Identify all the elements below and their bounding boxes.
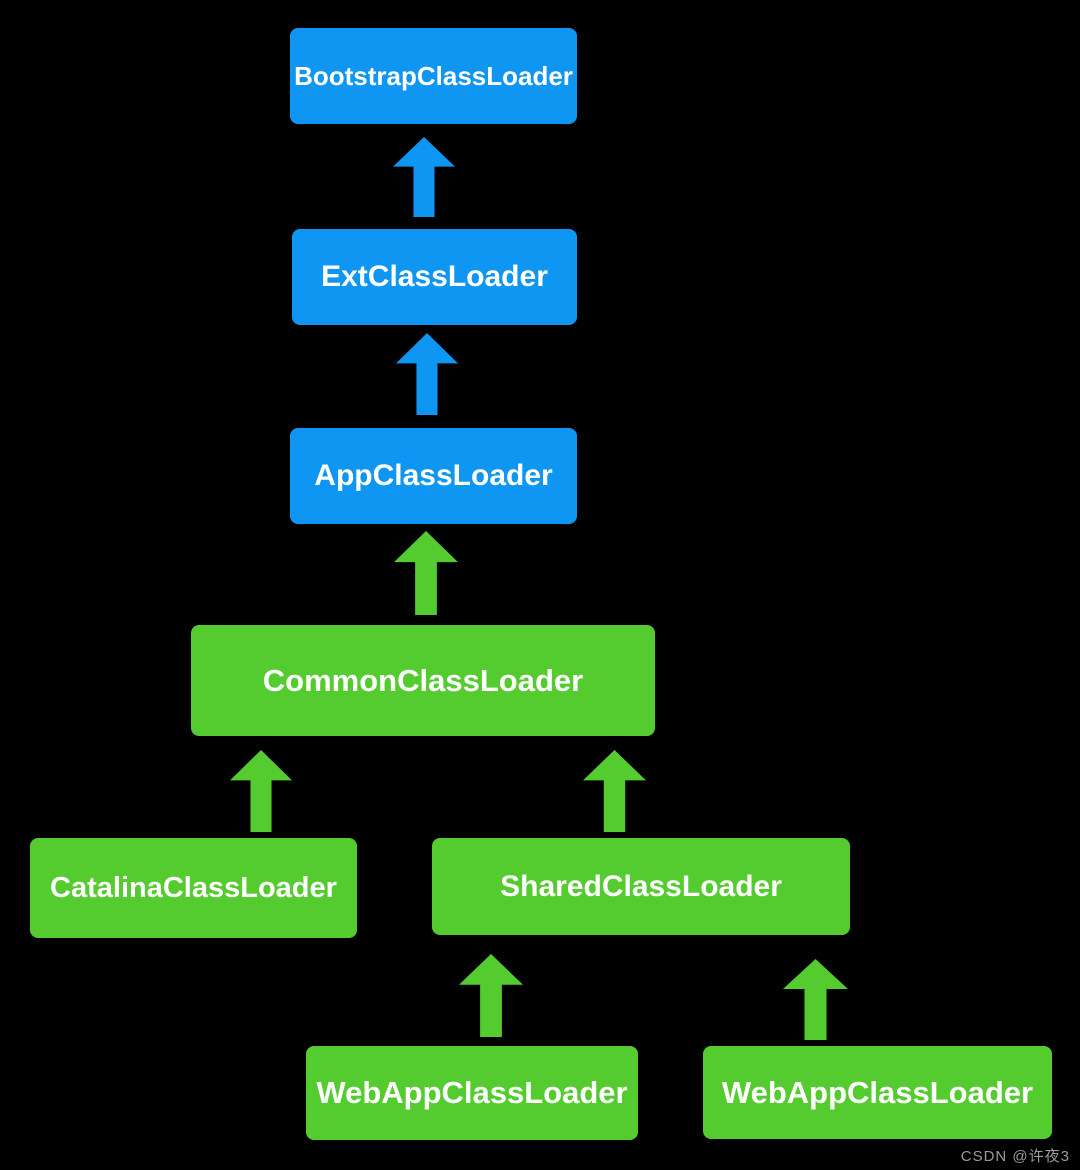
arrow-app-to-ext-icon	[396, 333, 458, 415]
node-label: CommonClassLoader	[262, 662, 584, 698]
node-label: CatalinaClassLoader	[50, 871, 337, 904]
node-app-classloader: AppClassLoader	[290, 428, 577, 524]
node-bootstrap-classloader: BootstrapClassLoader	[290, 28, 577, 124]
node-catalina-classloader: CatalinaClassLoader	[30, 838, 357, 938]
arrow-webapp-left-to-shared-icon	[459, 954, 523, 1037]
node-label: SharedClassLoader	[500, 869, 782, 903]
arrow-common-to-app-icon	[394, 531, 458, 615]
node-webapp-classloader-right: WebAppClassLoader	[703, 1046, 1052, 1139]
csdn-watermark: CSDN @许夜3	[960, 1148, 1070, 1165]
node-webapp-classloader-left: WebAppClassLoader	[306, 1046, 638, 1140]
node-ext-classloader: ExtClassLoader	[292, 229, 577, 325]
node-label: AppClassLoader	[314, 459, 553, 492]
node-label: WebAppClassLoader	[316, 1075, 628, 1110]
arrow-ext-to-bootstrap-icon	[393, 137, 455, 217]
arrow-shared-to-common-icon	[583, 750, 646, 832]
node-label: WebAppClassLoader	[721, 1074, 1034, 1110]
arrow-webapp-right-to-shared-icon	[783, 959, 848, 1040]
node-label: BootstrapClassLoader	[294, 60, 573, 91]
arrow-catalina-to-common-icon	[230, 750, 292, 832]
node-common-classloader: CommonClassLoader	[191, 625, 655, 736]
node-label: ExtClassLoader	[321, 260, 548, 293]
node-shared-classloader: SharedClassLoader	[432, 838, 850, 935]
